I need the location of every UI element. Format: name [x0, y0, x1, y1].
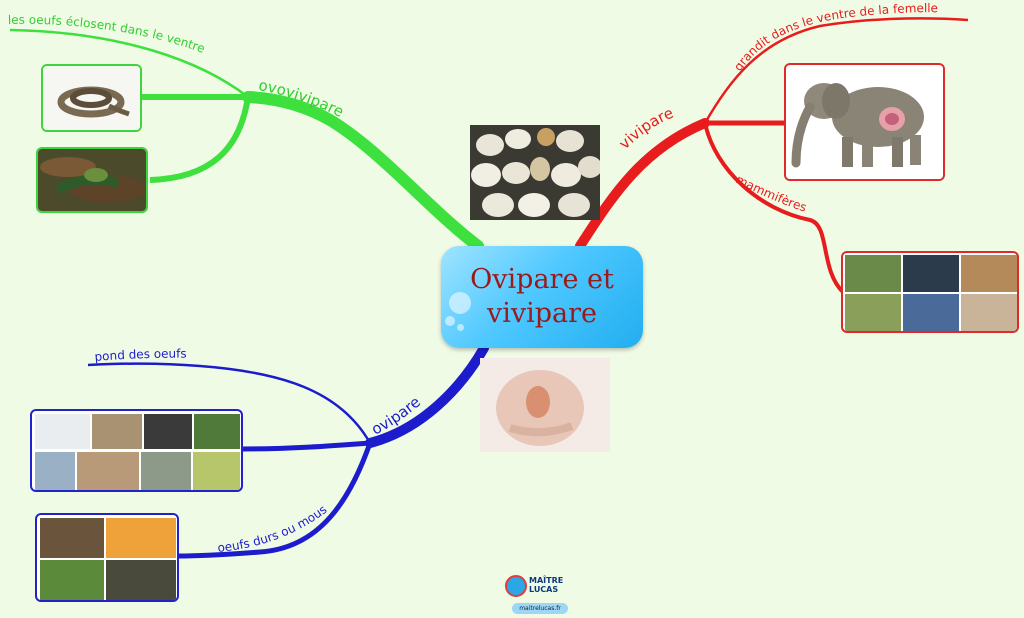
tile-goat	[845, 255, 901, 292]
blue-twig-top	[87, 362, 372, 444]
image-snake-coiled	[41, 64, 142, 132]
green-twig-snake2	[149, 96, 251, 183]
tile-dolphin	[903, 255, 959, 292]
green-twig-top	[9, 28, 249, 98]
tile-bird	[194, 414, 240, 449]
blue-twig-eggs	[177, 442, 373, 559]
tile-meerkats	[961, 255, 1017, 292]
blue-main-branch	[365, 343, 489, 448]
image-snake-head	[36, 147, 148, 213]
tile-eggs	[77, 452, 139, 490]
tile-fish	[35, 414, 90, 449]
tile-frog	[193, 452, 240, 490]
eggs-icon	[470, 125, 600, 220]
tile-fish-roe	[106, 518, 176, 558]
red-twig-mammals	[703, 122, 845, 294]
tile-antelopes	[845, 294, 901, 331]
bubble-decor	[445, 316, 455, 326]
logo-badge-icon	[505, 575, 527, 597]
maitre-lucas-logo[interactable]: MAÎTRE LUCAS maitrelucas.fr	[505, 575, 575, 615]
tile-eagle	[144, 414, 192, 449]
bubble-decor	[449, 292, 471, 314]
image-elephant	[784, 63, 945, 181]
center-title: Ovipare et vivipare	[470, 264, 614, 329]
tile-nest-eggs	[40, 518, 104, 558]
elephant-icon	[786, 65, 943, 179]
image-eggs-hatching	[470, 125, 600, 220]
bubble-decor	[457, 324, 464, 331]
label-ovipare-detail: pond des oeufs	[94, 347, 187, 364]
tile-duck	[141, 452, 191, 490]
label-ovovivipare-detail: les oeufs éclosent dans le ventre	[8, 13, 207, 56]
tile-egg-in-grass	[40, 560, 104, 600]
tile-frog-spawn	[106, 560, 176, 600]
green-main-branch	[242, 91, 484, 252]
image-eggs-collage	[35, 513, 179, 602]
center-node[interactable]: Ovipare et vivipare	[441, 246, 643, 348]
snake-icon	[38, 149, 146, 211]
logo-name: MAÎTRE LUCAS	[529, 576, 564, 594]
image-oviparous-collage	[30, 409, 243, 492]
red-main-branch	[575, 118, 710, 251]
red-twig-top	[703, 17, 969, 124]
tile-penguin	[35, 452, 75, 490]
image-pregnant-belly	[480, 358, 610, 452]
label-oeufs-durs: oeufs durs ou mous	[217, 502, 330, 555]
snake-icon	[43, 66, 140, 130]
tile-people	[961, 294, 1017, 331]
tile-chicken	[92, 414, 142, 449]
image-mammals-collage	[841, 251, 1019, 333]
pregnancy-icon	[480, 358, 610, 452]
blue-twig-collage	[241, 440, 371, 452]
tile-horses	[903, 294, 959, 331]
logo-url[interactable]: maitrelucas.fr	[512, 603, 568, 614]
